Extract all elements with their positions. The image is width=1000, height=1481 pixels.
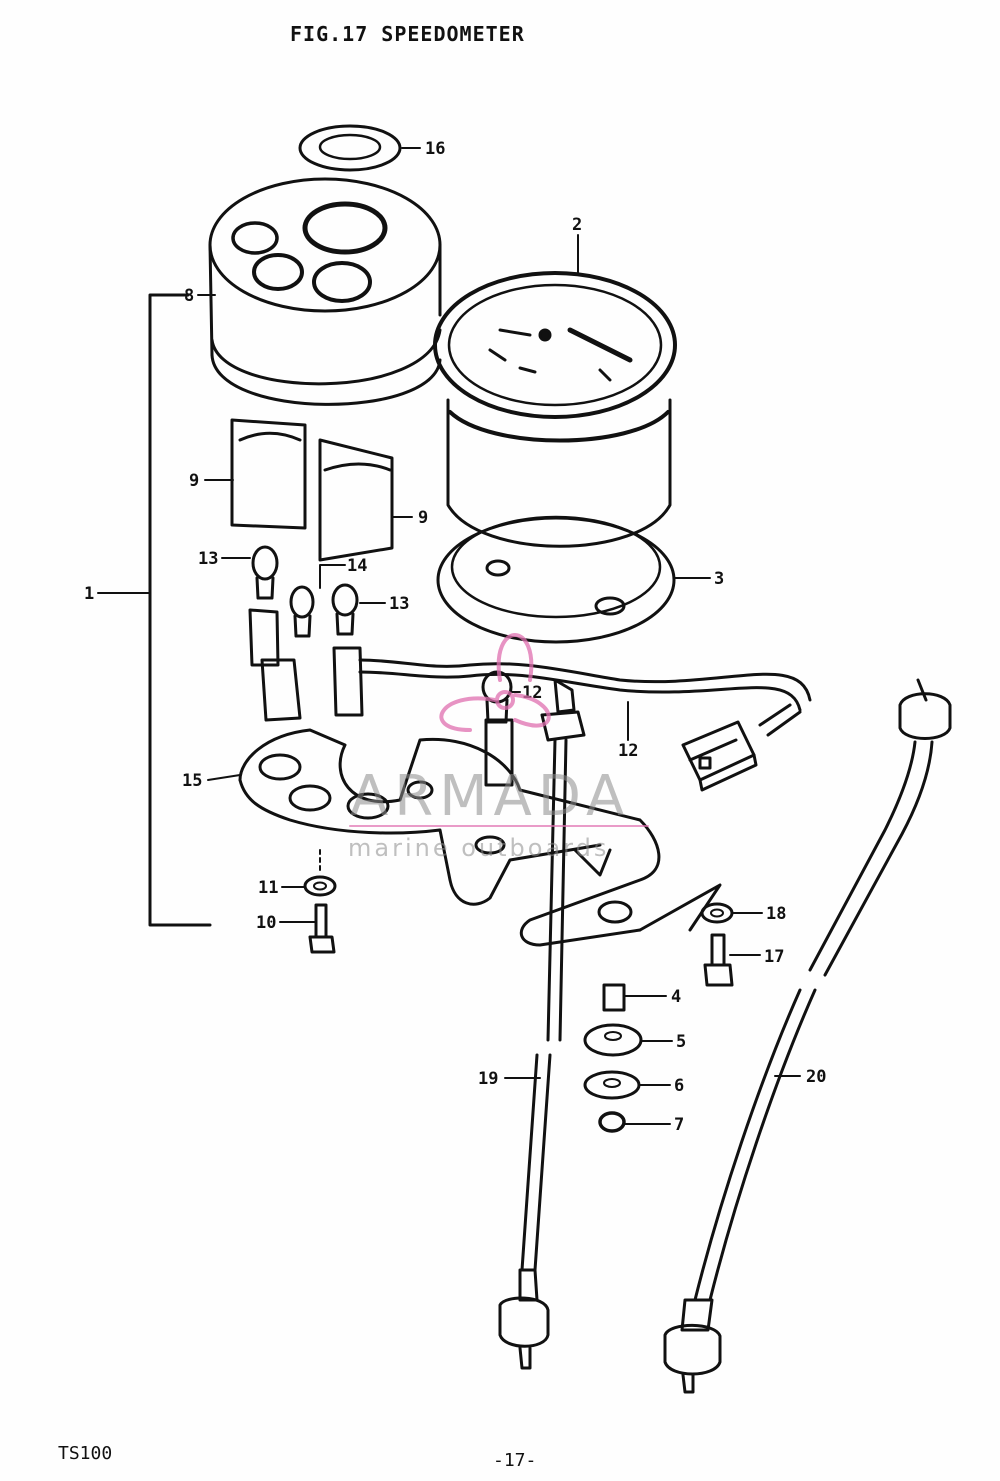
callout-13-left: 13	[198, 549, 218, 569]
part-17-washer	[700, 902, 734, 924]
part-2-speedometer-head	[433, 271, 677, 548]
part-6-washer	[583, 1070, 641, 1100]
watermark: ARMADA marine outboards	[348, 633, 649, 862]
callout-16: 17	[764, 947, 784, 967]
callout-1: 1	[84, 584, 94, 604]
callout-9-right: 9	[418, 508, 428, 528]
callout-13-right: 13	[389, 594, 409, 614]
callout-6: 6	[674, 1076, 684, 1096]
callout-18: 19	[478, 1069, 498, 1089]
figure-title: FIG.17 SPEEDOMETER	[290, 22, 525, 46]
callout-20: 16	[425, 139, 445, 159]
part-13-bulb-left	[251, 545, 279, 600]
callout-3: 3	[714, 569, 724, 589]
propeller-logo-icon	[439, 633, 551, 732]
part-5-cushion	[583, 1023, 643, 1057]
part-12-connector	[681, 720, 758, 792]
callout-5: 5	[676, 1032, 686, 1052]
callout-8: 8	[184, 286, 194, 306]
part-16-bolt	[703, 933, 734, 987]
watermark-tagline: marine outboards	[348, 834, 609, 862]
callout-10: 10	[256, 913, 276, 933]
callout-12-connector: 12	[618, 741, 638, 761]
callout-2: 2	[572, 215, 582, 235]
part-14-bulb	[289, 585, 315, 638]
callout-14: 14	[347, 556, 367, 576]
part-10-screw	[308, 903, 336, 954]
part-9-shade-right	[318, 438, 394, 562]
part-20-grommet	[298, 124, 402, 172]
part-11-washer	[303, 875, 337, 897]
callout-11: 11	[258, 878, 278, 898]
callout-4: 4	[671, 987, 681, 1007]
leader-lines	[97, 147, 801, 1125]
part-13-bulb-right	[331, 583, 359, 636]
callout-9-left: 9	[189, 471, 199, 491]
part-9-shade-left	[230, 418, 307, 530]
part-3-cushion-ring	[436, 515, 676, 644]
part-7-nut	[598, 1111, 626, 1133]
socket-cluster	[248, 608, 812, 787]
part-4-spacer	[602, 983, 626, 1012]
assembly-bracket	[148, 293, 212, 927]
callout-7: 7	[674, 1115, 684, 1135]
part-8-meter-case	[208, 177, 442, 406]
model-code: TS100	[58, 1443, 113, 1464]
part-18-speedometer-cable	[498, 678, 586, 1370]
page-number: -17-	[493, 1450, 537, 1471]
callout-15: 15	[182, 771, 202, 791]
callout-labels: 16 2 8 9 9 13 14 13 1 3 12 12 15 11 10 1…	[84, 139, 826, 1135]
callout-19: 20	[806, 1067, 826, 1087]
callout-17: 18	[766, 904, 786, 924]
part-19-tacho-cable	[663, 678, 952, 1394]
watermark-brand: ARMADA	[350, 764, 630, 829]
part-15-base-plate	[238, 728, 722, 947]
